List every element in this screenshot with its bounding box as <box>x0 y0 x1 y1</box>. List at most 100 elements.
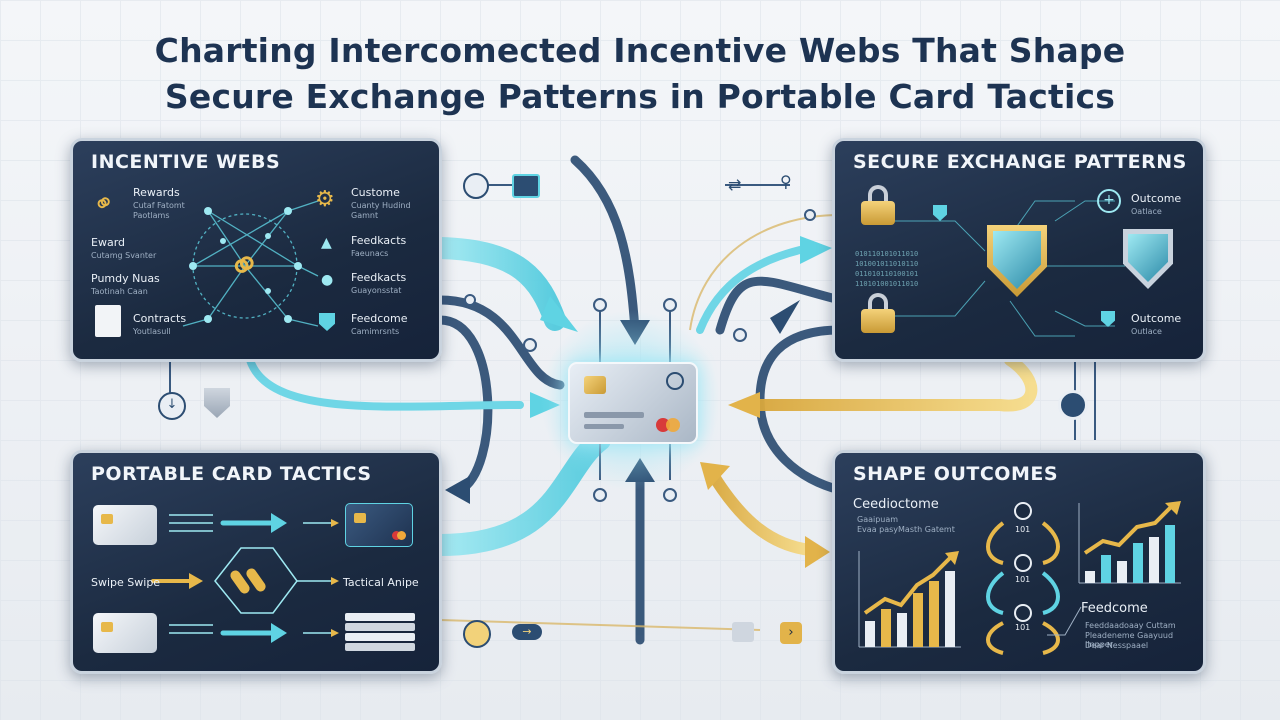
incentive-right-sub-1b: Gamnt <box>351 211 379 220</box>
incentive-left-label-1: Rewards <box>133 186 180 199</box>
shield-mini-icon-1 <box>933 205 947 221</box>
incentive-right-label-3: Feedkacts <box>351 271 407 284</box>
arrow-badge-icon: → <box>512 624 542 640</box>
secure-exchange-panel: SECURE EXCHANGE PATTERNS 010110101011010… <box>832 138 1206 362</box>
cycle-step-1: 101 <box>1015 525 1031 534</box>
arrowhead-gold-2 <box>805 536 830 568</box>
cycle-step-3: 101 <box>1015 623 1031 632</box>
outcomes-bar-chart-left <box>858 551 961 648</box>
flow-teal-1 <box>429 237 566 331</box>
shield-center-icon <box>987 225 1047 297</box>
incentive-network <box>182 200 319 327</box>
target-circle-icon <box>1058 390 1088 420</box>
incentive-left-label-4: Contracts <box>133 312 187 325</box>
outcomes-feed-sub-1: Gaaipuam <box>857 515 899 524</box>
padlock-icon-bottom <box>861 293 895 333</box>
flow-navy-2 <box>435 315 493 495</box>
secure-exchange-heading: SECURE EXCHANGE PATTERNS <box>853 151 1187 173</box>
incentive-left-sub-1b: Paotlams <box>133 211 170 220</box>
portable-card-panel: PORTABLE CARD TACTICS <box>70 450 442 674</box>
cycle-step-2: 101 <box>1015 575 1031 584</box>
card-stack-icon <box>345 613 415 655</box>
flow-gold-2 <box>704 464 816 556</box>
incentive-left-label-2: Eward <box>91 236 125 249</box>
incentive-right-label-4: Feedcome <box>351 312 408 325</box>
flow-teal-thin-2 <box>696 246 804 334</box>
portable-flow-lines <box>151 513 339 643</box>
secure-outcome-2-sub: Outlace <box>1131 327 1162 336</box>
outcomes-feedcome-sub-2: Pleadeneme Gaayuud Ilnpper <box>1085 631 1174 649</box>
arrowhead-teal-2 <box>540 296 578 332</box>
incentive-left-sub-3a: Taotinah Caan <box>91 287 148 296</box>
node-dot-8 <box>804 209 816 221</box>
card-stripe <box>584 412 644 418</box>
page-title: Charting Intercomected Incentive Webs Th… <box>0 28 1280 120</box>
portable-card-heading: PORTABLE CARD TACTICS <box>91 463 372 485</box>
shape-outcomes-panel: SHAPE OUTCOMES Ceedioctome Gaaipuam Evaa… <box>832 450 1206 674</box>
node-dot-2 <box>663 298 677 312</box>
padlock-icon-top <box>861 185 895 225</box>
flow-teal-thin-1 <box>246 356 524 411</box>
title-line-2: Secure Exchange Patterns in Portable Car… <box>164 77 1116 116</box>
central-card <box>568 362 698 444</box>
contract-document-icon <box>95 305 121 337</box>
svg-text:101001011010110: 101001011010110 <box>855 260 918 268</box>
outcomes-feed-label: Ceedioctome <box>853 497 939 512</box>
outcomes-feedcome-sub-1: Feeddaadoaay Cuttam <box>1085 621 1176 630</box>
secure-circuit: 010110101011010 101001011010110 011010110… <box>855 200 1125 337</box>
feedcome-callout-line <box>1047 606 1082 636</box>
outcomes-feedcome-sub-3: Dear Nesspaael <box>1085 641 1149 650</box>
outcomes-bar-chart-right <box>1078 501 1181 584</box>
node-dot-7 <box>464 294 476 306</box>
incentive-right-sub-2a: Faeunacs <box>351 249 389 258</box>
outcomes-feed-sub-2: Evaa pasyMasth Gatemt <box>857 525 955 534</box>
card-small-icon <box>512 174 540 198</box>
outcomes-feedcome-label: Feedcome <box>1081 601 1148 616</box>
secure-outcome-1-sub: Oatlace <box>1131 207 1162 216</box>
flow-navy-6 <box>715 276 845 335</box>
plus-circle-icon: + <box>1097 189 1121 213</box>
incentive-left-label-3: Pumdy Nuas <box>91 272 160 285</box>
key-icon: ⚲ <box>780 172 792 191</box>
card-white-bottom-icon <box>93 613 157 653</box>
svg-text:011010110100101: 011010110100101 <box>855 270 918 278</box>
incentive-right-label-2: Feedkacts <box>351 234 407 247</box>
swipe-label: Swipe Swipe <box>91 576 161 589</box>
card-contactless-icon <box>666 372 684 390</box>
exchange-icon: ⇄ <box>728 175 742 194</box>
arrowhead-gold-3 <box>700 462 730 490</box>
download-circle-icon: ↓ <box>158 392 186 420</box>
arrowhead-gold-1 <box>728 392 760 418</box>
svg-text:110101001011010: 110101001011010 <box>855 280 918 288</box>
svg-text:010110101011010: 010110101011010 <box>855 250 918 258</box>
gear-icon: ⚙ <box>315 187 335 212</box>
card-white-top-icon <box>93 505 157 545</box>
arrowhead-teal-3 <box>800 236 832 264</box>
shield-outline-icon <box>319 313 335 331</box>
node-dot-5 <box>593 488 607 502</box>
node-dot-4 <box>733 328 747 342</box>
incentive-webs-heading: INCENTIVE WEBS <box>91 151 281 173</box>
incentive-webs-panel: INCENTIVE WEBS ⚭ ⚭ ⚙ ▲ ● Rewards Cutaf F… <box>70 138 442 362</box>
arrowhead-navy-3 <box>445 476 470 504</box>
flow-navy-3 <box>570 155 640 335</box>
incentive-right-sub-3a: Guayonsstat <box>351 286 402 295</box>
flow-gold-line-2 <box>439 619 761 631</box>
tactical-label: Tactical Anipe <box>343 576 419 589</box>
incentive-right-label-1: Custome <box>351 186 400 199</box>
play-circle-icon <box>463 173 489 199</box>
incentive-right-sub-1a: Cuanty Hudind <box>351 201 411 210</box>
incentive-right-sub-4a: Camimrsnts <box>351 327 400 336</box>
arrowhead-navy-4 <box>770 300 800 334</box>
title-line-1: Charting Intercomected Incentive Webs Th… <box>154 31 1126 70</box>
secure-outcome-1-label: Outcome <box>1131 192 1182 205</box>
card-chip-icon <box>584 376 606 394</box>
incentive-left-sub-1a: Cutaf Fatomt <box>133 201 185 210</box>
incentive-left-sub-2a: Cutamg Svanter <box>91 251 157 260</box>
swipe-gesture-icon <box>228 563 271 599</box>
puzzle-icon <box>732 622 754 642</box>
node-dot-3 <box>523 338 537 352</box>
feedback-triangle-icon: ▲ <box>321 235 332 251</box>
secure-outcome-2-label: Outcome <box>1131 312 1182 325</box>
feedback-pin-icon: ● <box>321 272 334 288</box>
